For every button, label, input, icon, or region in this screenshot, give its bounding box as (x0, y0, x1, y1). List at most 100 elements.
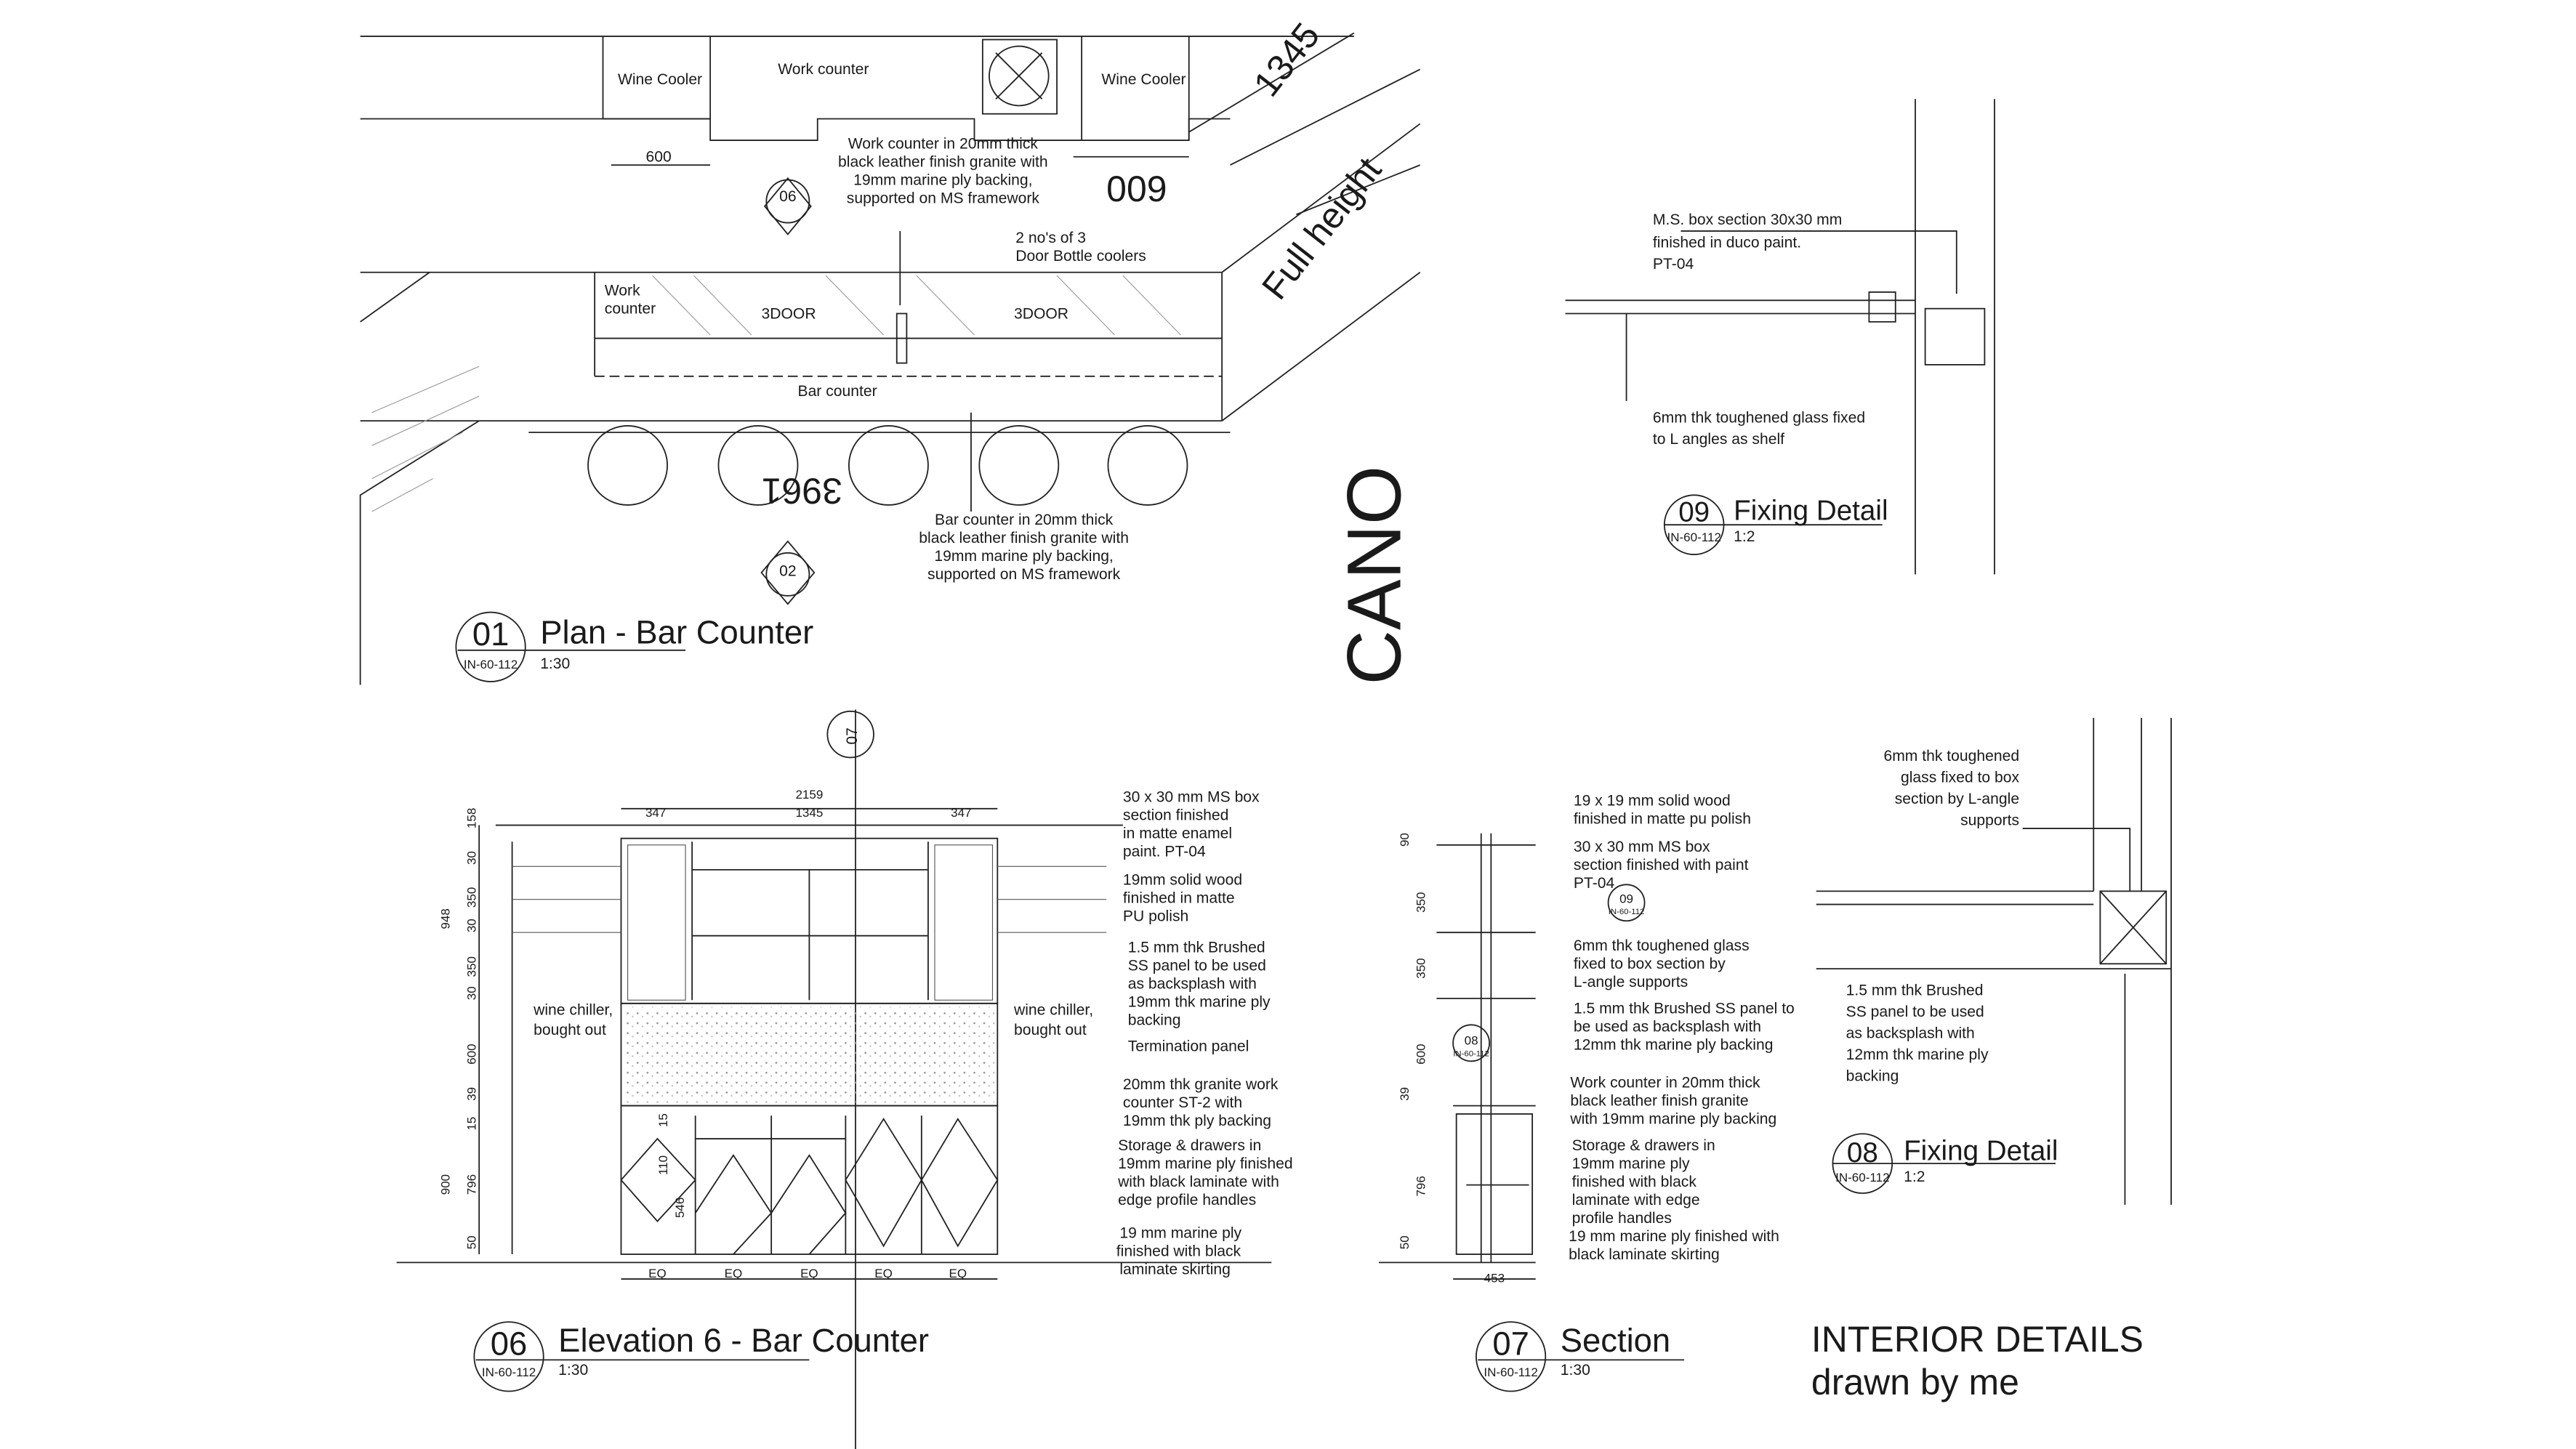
svg-text:12mm thk marine ply: 12mm thk marine ply (1846, 1046, 1989, 1063)
svg-text:1:30: 1:30 (1561, 1362, 1590, 1379)
svg-text:as backsplash with: as backsplash with (1846, 1025, 1975, 1042)
svg-text:section finished: section finished (1123, 807, 1229, 824)
svg-text:as backsplash with: as backsplash with (1128, 975, 1257, 992)
svg-text:supported on MS framework: supported on MS framework (927, 566, 1121, 583)
svg-text:6mm thk toughened: 6mm thk toughened (1883, 748, 2019, 764)
svg-text:bought out: bought out (534, 1022, 606, 1038)
svg-text:Bar counter in 20mm thick: Bar counter in 20mm thick (935, 512, 1114, 528)
ss-panel-fill (624, 1006, 994, 1103)
section-07: 90 350 350 600 39 796 50 453 09 IN-60-11… (1378, 792, 1795, 1392)
svg-text:supported on MS framework: supported on MS framework (847, 190, 1040, 206)
work-counter-side-line2: counter (605, 301, 656, 318)
svg-text:30: 30 (465, 986, 479, 1000)
counter-hatch (371, 275, 1181, 512)
svg-text:supports: supports (1960, 812, 2019, 829)
svg-text:6mm thk toughened glass fixed: 6mm thk toughened glass fixed (1653, 409, 1865, 426)
bar-stools (587, 425, 1188, 506)
svg-text:paint. PT-04: paint. PT-04 (1123, 844, 1206, 860)
svg-text:30 x 30 mm MS box: 30 x 30 mm MS box (1123, 789, 1260, 806)
svg-text:1:30: 1:30 (540, 655, 570, 672)
svg-text:EQ: EQ (725, 1267, 743, 1280)
svg-text:to L angles as shelf: to L angles as shelf (1653, 431, 1784, 448)
fixing-detail-08: 6mm thk toughened glass fixed to box sec… (1816, 717, 2172, 1205)
svg-text:Section: Section (1561, 1322, 1670, 1359)
svg-text:2159: 2159 (795, 788, 823, 802)
svg-text:19 mm marine ply: 19 mm marine ply (1119, 1224, 1241, 1241)
svg-text:wine chiller,: wine chiller, (533, 1002, 613, 1019)
svg-text:finished in duco paint.: finished in duco paint. (1653, 235, 1801, 251)
section-notes: 19 x 19 mm solid wood finished in matte … (1569, 792, 1795, 1263)
svg-text:with black laminate with: with black laminate with (1117, 1174, 1279, 1190)
plan-title-block: 01 IN-60-112 Plan - Bar Counter 1:30 (455, 611, 813, 682)
section-tag-02: 02 (760, 540, 816, 605)
svg-text:Termination panel: Termination panel (1128, 1038, 1249, 1055)
svg-text:counter ST-2 with: counter ST-2 with (1123, 1094, 1242, 1111)
svg-text:350: 350 (1414, 958, 1428, 978)
svg-text:06: 06 (779, 188, 796, 205)
svg-text:350: 350 (1414, 892, 1428, 913)
svg-text:black leather finish granite: black leather finish granite (1570, 1093, 1748, 1110)
svg-text:6mm thk toughened glass: 6mm thk toughened glass (1574, 937, 1750, 954)
svg-text:30: 30 (465, 919, 479, 932)
sheet-title: INTERIOR DETAILS (1811, 1319, 2144, 1360)
svg-text:finished with black: finished with black (1116, 1243, 1241, 1259)
bar-counter-label: Bar counter (797, 383, 877, 400)
svg-text:15: 15 (465, 1117, 479, 1131)
svg-text:19mm marine ply: 19mm marine ply (1572, 1155, 1690, 1172)
svg-text:1:2: 1:2 (1734, 528, 1755, 545)
svg-text:backing: backing (1128, 1012, 1181, 1028)
svg-text:EQ: EQ (800, 1267, 818, 1280)
svg-text:M.S. box section 30x30 mm: M.S. box section 30x30 mm (1653, 211, 1842, 228)
dim-009: 009 (1106, 169, 1167, 209)
svg-text:black leather finish granite w: black leather finish granite with (838, 153, 1048, 170)
svg-text:600: 600 (465, 1044, 479, 1064)
svg-text:30 x 30 mm MS box: 30 x 30 mm MS box (1574, 839, 1710, 855)
svg-text:06: 06 (491, 1325, 528, 1363)
svg-text:347: 347 (951, 806, 971, 820)
svg-text:1:2: 1:2 (1904, 1169, 1925, 1185)
fixing-detail-09: M.S. box section 30x30 mm finished in du… (1565, 99, 1995, 575)
svg-text:20mm thk granite work: 20mm thk granite work (1123, 1076, 1279, 1093)
svg-text:01: 01 (472, 615, 510, 653)
svg-text:39: 39 (465, 1087, 479, 1101)
svg-text:section by L-angle: section by L-angle (1895, 791, 2019, 807)
svg-text:347: 347 (645, 806, 666, 820)
svg-text:wine chiller,: wine chiller, (1013, 1002, 1093, 1019)
detail08-title-block: 08 IN-60-112 Fixing Detail 1:2 (1832, 1133, 2058, 1194)
svg-text:19mm solid wood: 19mm solid wood (1123, 871, 1242, 888)
elevation-title-block: 06 IN-60-112 Elevation 6 - Bar Counter 1… (473, 1321, 929, 1392)
svg-text:19mm thk ply backing: 19mm thk ply backing (1123, 1113, 1271, 1129)
svg-text:08: 08 (1847, 1137, 1878, 1169)
svg-text:1.5 mm thk Brushed: 1.5 mm thk Brushed (1846, 982, 1984, 998)
svg-text:IN-60-112: IN-60-112 (464, 658, 518, 671)
svg-text:with 19mm marine ply backing: with 19mm marine ply backing (1569, 1111, 1776, 1128)
svg-text:350: 350 (465, 887, 479, 908)
svg-text:350: 350 (465, 956, 479, 977)
svg-text:948: 948 (438, 908, 452, 929)
svg-text:backing: backing (1846, 1068, 1899, 1085)
svg-text:laminate with edge: laminate with edge (1572, 1192, 1700, 1208)
svg-text:PU polish: PU polish (1123, 908, 1188, 924)
svg-text:in matte enamel: in matte enamel (1123, 826, 1232, 842)
svg-text:39: 39 (1398, 1087, 1412, 1101)
svg-text:finished with black: finished with black (1572, 1174, 1697, 1190)
svg-text:30: 30 (465, 851, 479, 865)
section-tag-07: 07 (844, 727, 861, 744)
svg-text:Fixing Detail: Fixing Detail (1734, 495, 1888, 526)
bottle-racks (627, 844, 994, 1001)
bar-counter-note: Bar counter in 20mm thick black leather … (919, 512, 1129, 583)
wine-cooler-left-label: Wine Cooler (618, 71, 702, 88)
svg-text:EQ: EQ (648, 1267, 667, 1280)
svg-text:50: 50 (465, 1235, 479, 1249)
svg-text:19mm marine ply backing,: 19mm marine ply backing, (853, 171, 1032, 188)
svg-text:12mm thk marine ply backing: 12mm thk marine ply backing (1574, 1036, 1774, 1053)
work-counter-note: Work counter in 20mm thick black leather… (838, 135, 1048, 206)
svg-text:IN-60-112: IN-60-112 (1667, 530, 1720, 544)
svg-text:796: 796 (1414, 1176, 1428, 1196)
svg-text:19mm marine ply backing,: 19mm marine ply backing, (934, 548, 1113, 565)
svg-text:EQ: EQ (949, 1267, 967, 1280)
section-title-block: 07 IN-60-112 Section 1:30 (1475, 1321, 1685, 1392)
svg-text:Storage & drawers in: Storage & drawers in (1118, 1137, 1261, 1154)
svg-text:546: 546 (673, 1198, 687, 1218)
